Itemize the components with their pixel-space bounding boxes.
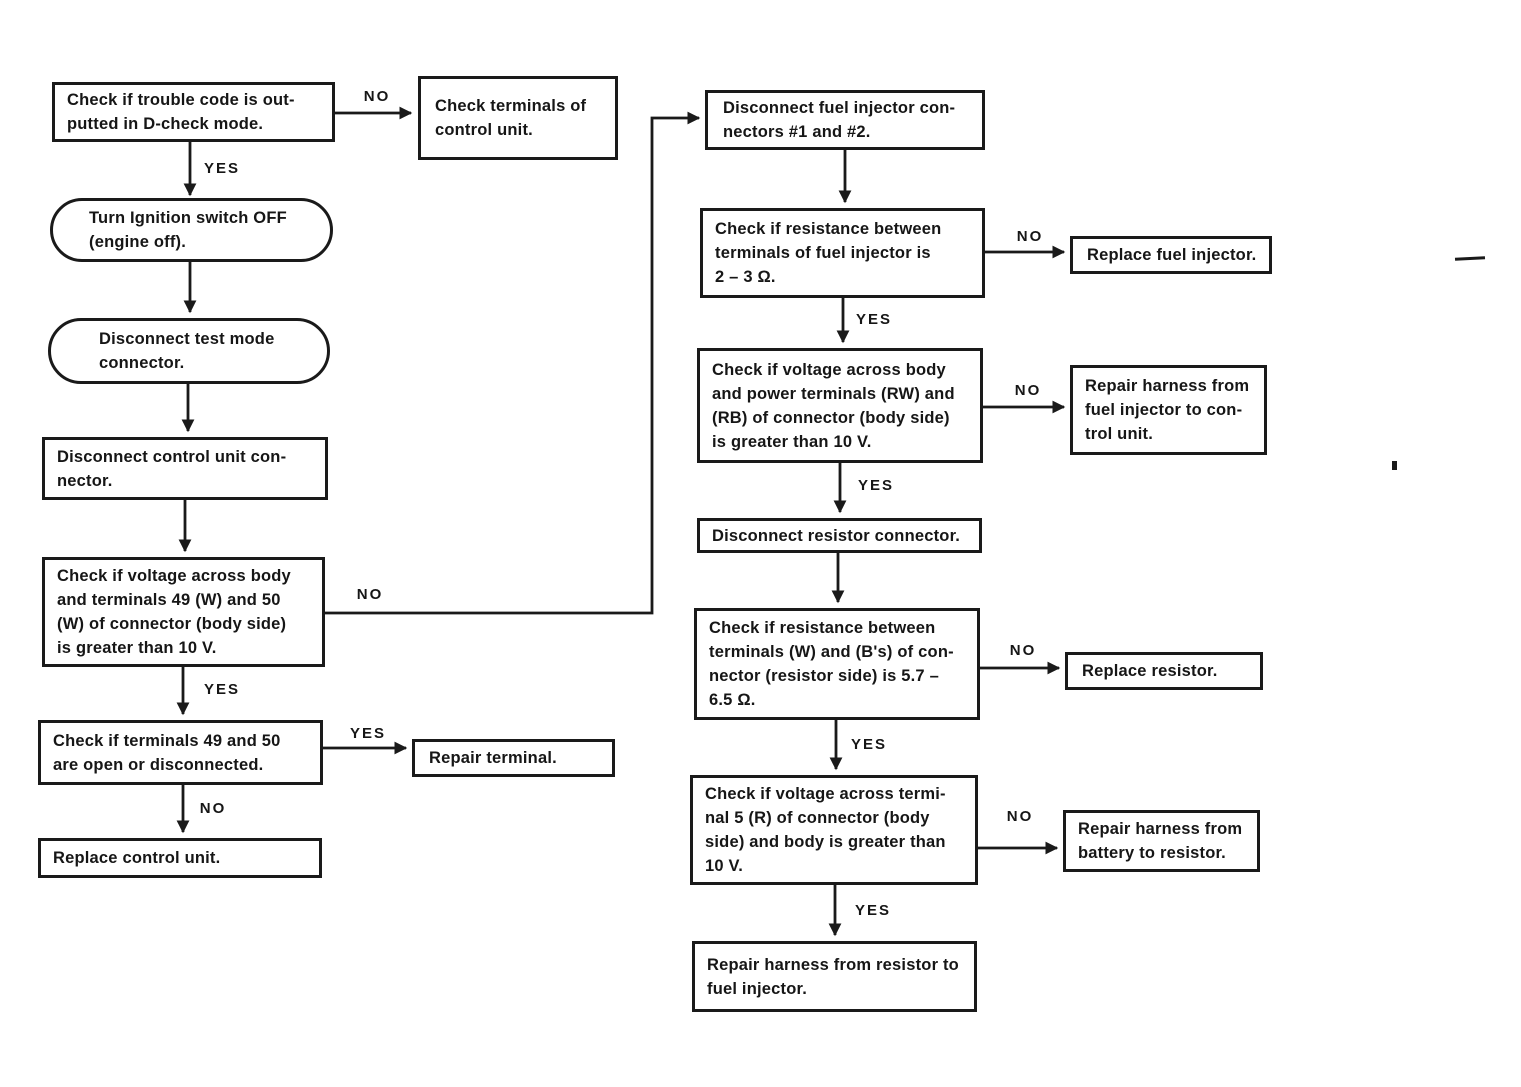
edge-label-yes: YES — [855, 311, 892, 328]
node-check-resistance-fuel-injector: Check if resistance between terminals of… — [700, 208, 985, 298]
edge-label-yes: YES — [850, 736, 887, 753]
node-turn-ignition-switch-off: Turn Ignition switch OFF (engine off). — [50, 198, 333, 262]
node-replace-control-unit: Replace control unit. — [38, 838, 322, 878]
edge-label-yes: YES — [349, 725, 386, 742]
node-repair-harness-battery-to-resistor: Repair harness from battery to resistor. — [1063, 810, 1260, 872]
edge-label-yes: YES — [203, 160, 240, 177]
node-disconnect-resistor-connector: Disconnect resistor connector. — [697, 518, 982, 553]
node-check-resistance-resistor: Check if resistance between terminals (W… — [694, 608, 980, 720]
node-replace-resistor: Replace resistor. — [1065, 652, 1263, 690]
node-replace-fuel-injector: Replace fuel injector. — [1070, 236, 1272, 274]
node-disconnect-test-mode-connector: Disconnect test mode connector. — [48, 318, 330, 384]
node-repair-harness-resistor-to-fuel-injector: Repair harness from resistor to fuel inj… — [692, 941, 977, 1012]
node-disconnect-fuel-injector-connectors: Disconnect fuel injector con- nectors #1… — [705, 90, 985, 150]
node-check-trouble-code: Check if trouble code is out- putted in … — [52, 82, 335, 142]
edge-label-no: NO — [363, 88, 391, 105]
edge-label-no: NO — [1006, 808, 1034, 825]
edge-label-no: NO — [1016, 228, 1044, 245]
edge-label-no: NO — [199, 800, 227, 817]
node-repair-terminal: Repair terminal. — [412, 739, 615, 777]
node-check-voltage-terminal-5: Check if voltage across termi- nal 5 (R)… — [690, 775, 978, 885]
edge-label-no: NO — [1009, 642, 1037, 659]
edge-label-yes: YES — [203, 681, 240, 698]
node-repair-harness-fuel-injector-to-control-unit: Repair harness from fuel injector to con… — [1070, 365, 1267, 455]
node-disconnect-control-unit-connector: Disconnect control unit con- nector. — [42, 437, 328, 500]
node-check-voltage-rw-rb: Check if voltage across body and power t… — [697, 348, 983, 463]
edge-voltage-no-long-route — [325, 111, 701, 615]
scan-artifact-dot — [1392, 461, 1397, 470]
edge-label-no: NO — [356, 586, 384, 603]
edge-label-yes: YES — [857, 477, 894, 494]
node-check-terminals-of-control-unit: Check terminals of control unit. — [418, 76, 618, 160]
edge-label-yes: YES — [854, 902, 891, 919]
node-check-voltage-body-49-50: Check if voltage across body and termina… — [42, 557, 325, 667]
edge-label-no: NO — [1014, 382, 1042, 399]
node-check-terminals-49-50-open: Check if terminals 49 and 50 are open or… — [38, 720, 323, 785]
